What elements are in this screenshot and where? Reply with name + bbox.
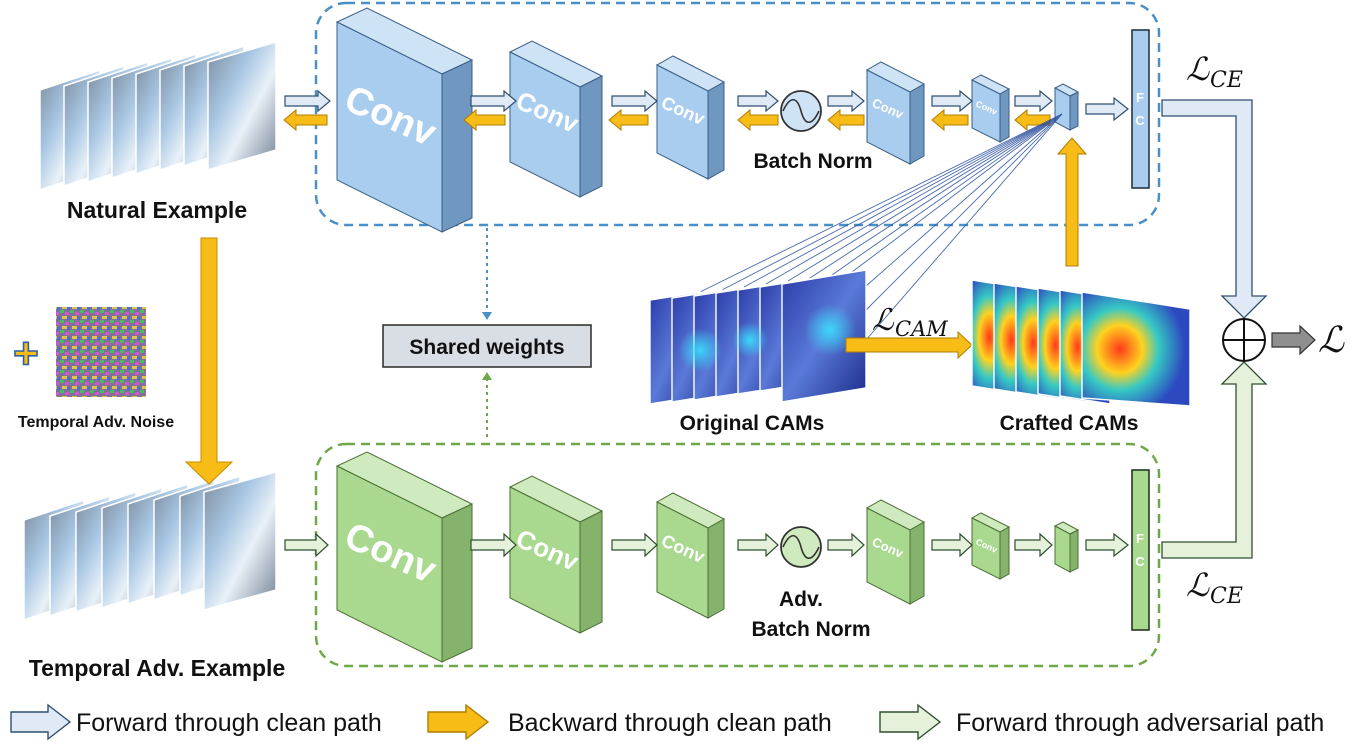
clean-conv-block-4: Conv: [865, 61, 926, 165]
crafted-cams-label: Crafted CAMs: [1000, 412, 1139, 435]
clean-conv-block-5: Conv: [970, 74, 1011, 143]
fc-label-f: F: [1136, 531, 1144, 546]
cam-loss-label: ℒ CAM: [872, 303, 948, 341]
adv-ce-loss-label: ℒ CE: [1186, 566, 1243, 609]
legend: Forward through clean path Backward thro…: [10, 703, 1324, 741]
clean-forward-arrows: [284, 89, 1129, 122]
adv-output-arrow: [1161, 361, 1268, 559]
batch-norm-label: Batch Norm: [753, 150, 872, 173]
temporal-adv-noise-label: Temporal Adv. Noise: [18, 414, 174, 431]
adv-conv-block-4: Conv: [865, 499, 926, 605]
adversarial-noise-image: [56, 307, 146, 397]
original-cams-label: Original CAMs: [680, 412, 825, 435]
clean-ce-symbol: ℒ: [1186, 50, 1210, 88]
cam-loss-arrow: [845, 330, 973, 360]
fc-label-c: C: [1135, 554, 1145, 569]
original-cams-stack: [649, 269, 867, 405]
clean-ce-loss-label: ℒ CE: [1186, 50, 1243, 93]
clean-output-arrow: [1161, 99, 1268, 319]
noise-down-arrow: [184, 237, 234, 485]
total-loss-arrow: [1271, 324, 1316, 356]
shared-weights-arrowhead-top: [482, 312, 492, 320]
adv-conv-block-6: [1053, 521, 1080, 573]
adv-conv-block-5: Conv: [970, 512, 1011, 580]
sum-node: [1222, 318, 1266, 362]
legend-backward-clean-label: Backward through clean path: [508, 709, 832, 737]
adv-fc-layer: F C: [1131, 469, 1150, 631]
crafted-cams-stack: [971, 279, 1191, 407]
clean-conv-block-6: [1053, 83, 1080, 131]
legend-forward-clean-icon: [10, 703, 72, 741]
legend-forward-clean-label: Forward through clean path: [76, 709, 382, 737]
adv-batch-norm-label-line2: Batch Norm: [751, 618, 870, 641]
fc-label-f: F: [1136, 90, 1144, 105]
cam-loss-symbol: ℒ: [872, 303, 895, 338]
fc-label-c: C: [1135, 113, 1145, 128]
total-loss-label: ℒ: [1318, 320, 1345, 361]
shared-weights-box: [382, 324, 592, 368]
cam-projection-lines: [699, 113, 1063, 341]
clean-path-container: [314, 1, 1161, 227]
legend-forward-adv-label: Forward through adversarial path: [956, 709, 1324, 737]
clean-conv-block-2: Conv: [508, 40, 604, 198]
cam-loss-subscript: CAM: [895, 317, 948, 341]
temporal-adv-example-label: Temporal Adv. Example: [29, 655, 285, 681]
adv-conv-block-1: Conv: [335, 451, 474, 663]
adv-ce-symbol: ℒ: [1186, 566, 1210, 604]
adv-conv-block-3: Conv: [655, 492, 726, 619]
plus-icon: +: [13, 329, 39, 378]
clean-batch-norm-icon: [780, 90, 822, 132]
natural-example-label: Natural Example: [67, 197, 247, 223]
clean-ce-subscript: CE: [1210, 68, 1243, 93]
clean-conv-block-1: Conv: [335, 7, 474, 233]
adv-forward-arrows: [284, 532, 1129, 558]
clean-conv-block-3: Conv: [655, 55, 726, 180]
shared-weights-label: Shared weights: [409, 336, 564, 359]
legend-forward-adv-icon: [879, 703, 942, 741]
natural-example-frames: [39, 40, 277, 192]
adv-conv-block-2: Conv: [508, 475, 604, 634]
shared-weights-arrowhead-bottom: [482, 372, 492, 380]
crafted-cams-backward-arrow: [1056, 137, 1088, 267]
legend-backward-clean-icon: [427, 703, 490, 741]
adv-ce-subscript: CE: [1210, 584, 1243, 609]
adv-batch-norm-label-line1: Adv.: [779, 588, 823, 611]
adv-batch-norm-icon: [780, 526, 822, 568]
clean-fc-layer: F C: [1131, 29, 1150, 189]
temporal-adv-example-frames: [23, 471, 277, 622]
